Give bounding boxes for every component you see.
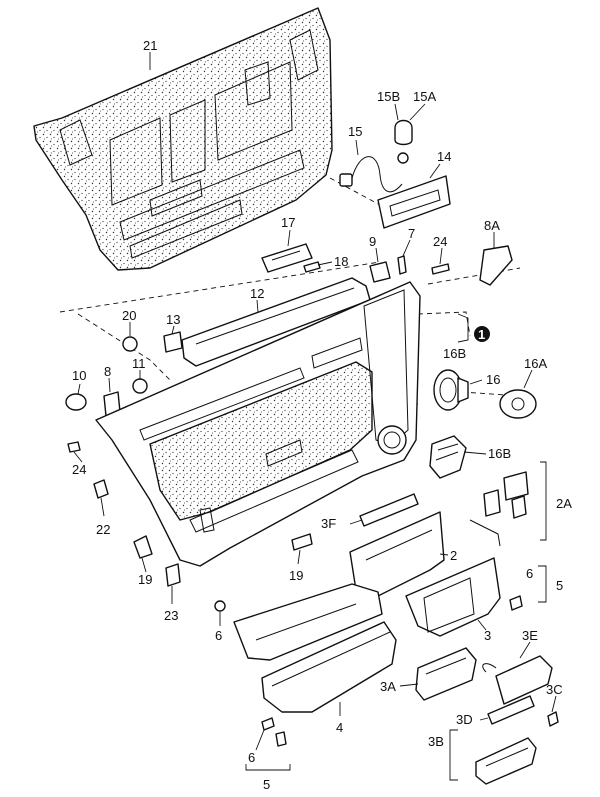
speaker-grille-16b [429,435,467,479]
label-23: 23 [164,608,178,623]
label-16b: 16B [488,446,511,461]
label-5-bottom: 5 [263,777,270,792]
window-switch-unit [261,243,321,273]
ashtray-parts [475,655,559,785]
label-14: 14 [437,149,451,164]
label-3f: 3F [321,516,336,531]
speaker [433,369,469,411]
label-15b: 15B [377,89,400,104]
switch-connector [339,119,413,193]
label-20: 20 [122,308,136,323]
label-1: 1 [478,327,485,342]
label-16a: 16A [524,356,547,371]
label-10: 10 [72,368,86,383]
label-17: 17 [281,215,295,230]
label-5-right: 5 [556,578,563,593]
armrest-bracket [349,493,445,601]
label-3b: 3B [428,734,444,749]
bottom-fasteners [261,717,287,747]
label-8a: 8A [484,218,500,233]
label-12: 12 [250,286,264,301]
lock-parts [369,255,450,283]
label-9: 9 [369,234,376,249]
label-16: 16 [486,372,500,387]
ashtray-insert [415,647,477,701]
label-22: 22 [96,522,110,537]
label-3: 3 [484,628,491,643]
bracket-2a [483,471,529,519]
label-24-lower: 24 [72,462,86,477]
bracket-8a [479,245,513,286]
map-pocket [261,621,397,713]
label-4: 4 [336,720,343,735]
label-19-left: 19 [138,572,152,587]
label-3e: 3E [522,628,538,643]
screw-right [509,595,523,611]
handle-bezel [377,175,451,229]
lower-clips [67,441,313,587]
label-2a: 2A [556,496,572,511]
label-24-upper: 24 [433,234,447,249]
small-clips [65,331,183,417]
label-3c: 3C [546,682,563,697]
label-11: 11 [132,356,146,371]
inner-door-panel [33,7,333,271]
label-2: 2 [450,548,457,563]
label-21: 21 [143,38,157,53]
label-13: 13 [166,312,180,327]
door-trim-panel [95,281,421,567]
label-3a: 3A [380,679,396,694]
speaker-grille [499,389,537,419]
label-19-mid: 19 [289,568,303,583]
label-6-left: 6 [215,628,222,643]
label-6-bottom: 6 [248,750,255,765]
label-16b-top: 16B [443,346,466,361]
storage-pocket [405,557,501,637]
callout-1-badge [474,326,490,342]
label-8: 8 [104,364,111,379]
label-3d: 3D [456,712,473,727]
label-15a: 15A [413,89,436,104]
label-18: 18 [334,254,348,269]
label-7: 7 [408,226,415,241]
label-15: 15 [348,124,362,139]
lower-armrest [214,583,383,661]
label-6-right: 6 [526,566,533,581]
